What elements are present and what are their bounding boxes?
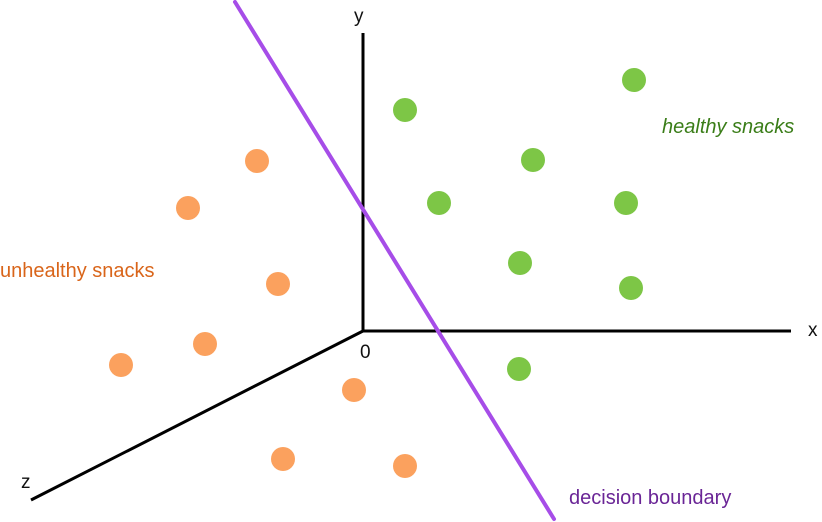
unhealthy-points bbox=[109, 149, 417, 478]
origin-label: 0 bbox=[360, 342, 371, 363]
unhealthy-snacks-label: unhealthy snacks bbox=[0, 260, 155, 282]
y-axis-label: y bbox=[354, 6, 364, 27]
healthy-point bbox=[521, 148, 545, 172]
unhealthy-point bbox=[342, 378, 366, 402]
unhealthy-point bbox=[266, 272, 290, 296]
decision-boundary-line bbox=[233, 0, 556, 521]
z-axis-line bbox=[30, 329, 364, 502]
unhealthy-point bbox=[193, 332, 217, 356]
healthy-point bbox=[614, 191, 638, 215]
healthy-point bbox=[508, 251, 532, 275]
healthy-points bbox=[393, 68, 646, 381]
decision-boundary-label: decision boundary bbox=[569, 487, 731, 509]
healthy-snacks-label: healthy snacks bbox=[662, 116, 794, 138]
healthy-point bbox=[427, 191, 451, 215]
healthy-point bbox=[507, 357, 531, 381]
unhealthy-point bbox=[393, 454, 417, 478]
axes bbox=[30, 33, 791, 502]
unhealthy-point bbox=[176, 196, 200, 220]
healthy-point bbox=[393, 98, 417, 122]
unhealthy-point bbox=[271, 447, 295, 471]
healthy-point bbox=[622, 68, 646, 92]
unhealthy-point bbox=[245, 149, 269, 173]
healthy-point bbox=[619, 276, 643, 300]
z-axis-label: z bbox=[21, 472, 31, 493]
x-axis-label: x bbox=[808, 320, 818, 341]
unhealthy-point bbox=[109, 353, 133, 377]
